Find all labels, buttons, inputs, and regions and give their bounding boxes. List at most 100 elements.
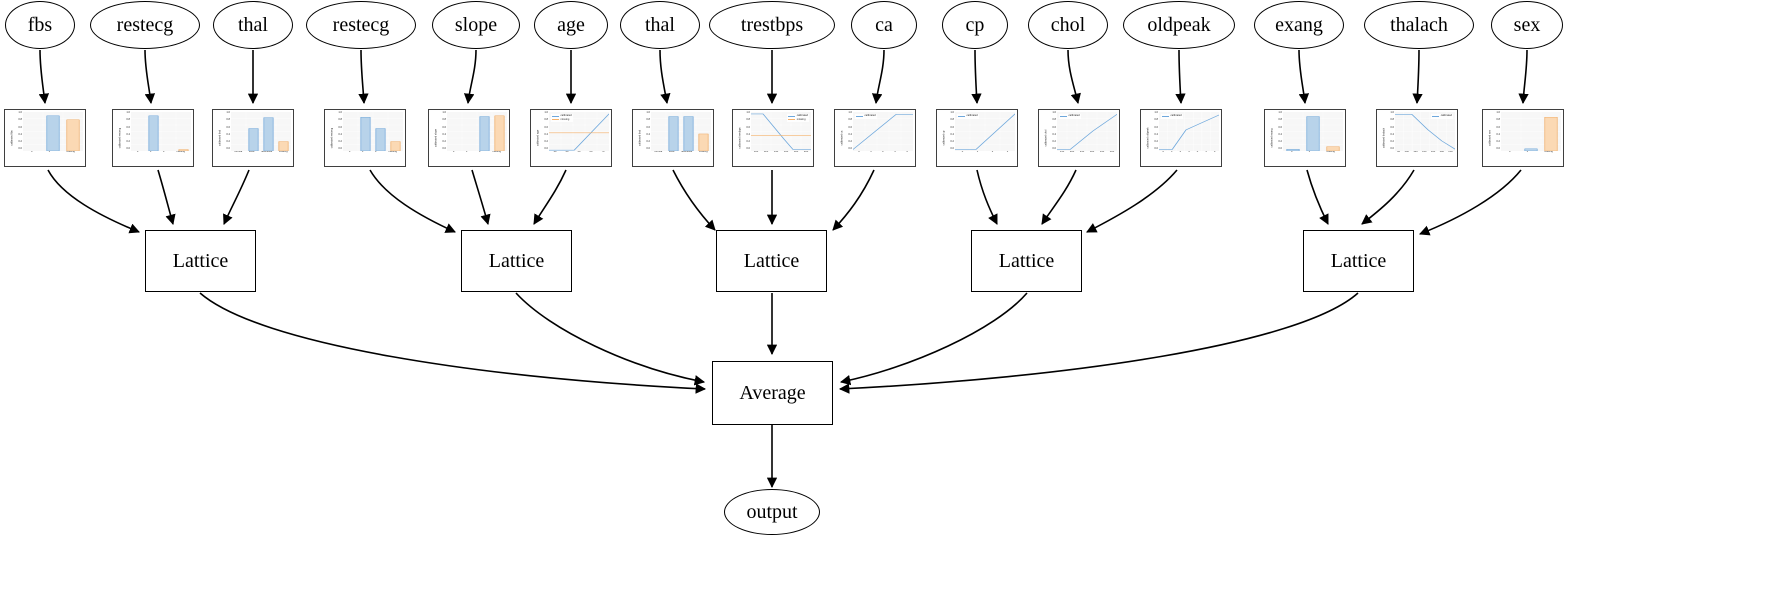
edge-exang-to-cal bbox=[1298, 49, 1310, 105]
plot-y-tick: 0.0 bbox=[226, 147, 230, 151]
input-node-fbs[interactable]: fbs bbox=[5, 1, 75, 49]
plot-x-axis-label: restecg bbox=[336, 158, 403, 164]
plot-canvas: calibrated bbox=[955, 112, 1015, 151]
input-label: thal bbox=[645, 14, 675, 36]
input-node-exang[interactable]: exang bbox=[1254, 1, 1344, 49]
plot-x-tick: 300 bbox=[1089, 150, 1095, 153]
input-label: thal bbox=[238, 14, 268, 36]
plot-y-axis-label-text: calibrated thal bbox=[218, 129, 221, 147]
plot-y-tick: 0.2 bbox=[126, 140, 130, 144]
plot-y-tick: 0.0 bbox=[746, 147, 750, 151]
plot-x-tick: 100 bbox=[753, 150, 759, 153]
input-node-thalach[interactable]: thalach bbox=[1364, 1, 1474, 49]
plot-y-tick: 0.6 bbox=[338, 125, 342, 129]
plot-x-tick: 2 bbox=[375, 150, 377, 153]
plot-canvas bbox=[1283, 112, 1343, 151]
input-node-oldpeak[interactable]: oldpeak bbox=[1123, 1, 1235, 49]
input-node-slope[interactable]: slope bbox=[432, 1, 520, 49]
plot-y-axis-label: calibrated thal bbox=[635, 112, 644, 164]
plot-y-tick: 0.0 bbox=[338, 147, 342, 151]
output-label: output bbox=[746, 501, 798, 523]
plot-y-axis-label-text: calibrated fbs bbox=[10, 130, 13, 146]
plot-canvas bbox=[1501, 112, 1561, 151]
lattice-label: Lattice bbox=[488, 249, 545, 272]
plot-legend-label: missing bbox=[560, 117, 570, 121]
edge-oldpeak-to-cal bbox=[1175, 49, 1186, 105]
plot-x-tick: 1 bbox=[1171, 150, 1173, 153]
plot-y-tick: 0.6 bbox=[848, 125, 852, 129]
plot-y-axis-label: calibrated oldpeak bbox=[1143, 112, 1152, 164]
edge-cal-thal2-to-lattice3 bbox=[672, 169, 716, 231]
plot-legend-entry: calibrated bbox=[1432, 114, 1452, 118]
plot-canvas bbox=[131, 112, 191, 151]
input-node-thal-2[interactable]: thal bbox=[620, 1, 700, 49]
plot-y-tick: 0.8 bbox=[1496, 118, 1500, 122]
lattice-node-4[interactable]: Lattice bbox=[971, 230, 1082, 292]
plot-x-tick: 250 bbox=[1079, 150, 1085, 153]
plot-x-tick: 5 bbox=[1205, 150, 1207, 153]
plot-y-tick: 1.0 bbox=[848, 111, 852, 114]
input-node-thal-1[interactable]: thal bbox=[213, 1, 293, 49]
plot-x-tick: 0 bbox=[136, 150, 139, 153]
plot-legend-label: missing bbox=[796, 117, 806, 121]
plot-legend-entry: calibrated bbox=[788, 114, 808, 118]
plot-y-tick: 0.2 bbox=[18, 140, 22, 144]
lattice-node-3[interactable]: Lattice bbox=[716, 230, 827, 292]
plot-legend-label: calibrated bbox=[966, 114, 978, 117]
average-node[interactable]: Average bbox=[712, 361, 833, 425]
input-node-ca[interactable]: ca bbox=[851, 1, 917, 49]
input-node-restecg-2[interactable]: restecg bbox=[306, 1, 416, 49]
edge-slope-to-cal bbox=[463, 49, 477, 105]
lattice-node-5[interactable]: Lattice bbox=[1303, 230, 1414, 292]
plot-x-tick: 4 bbox=[906, 150, 908, 153]
output-node[interactable]: output bbox=[724, 489, 820, 535]
lattice-node-2[interactable]: Lattice bbox=[461, 230, 572, 292]
plot-y-tick: 0.8 bbox=[338, 118, 342, 122]
plot-y-tick: 0.8 bbox=[1390, 118, 1394, 122]
plot-x-tick: 1 bbox=[870, 150, 872, 153]
plot-legend-swatch bbox=[788, 115, 796, 117]
input-node-age[interactable]: age bbox=[534, 1, 608, 49]
plot-y-tick: 0.2 bbox=[226, 140, 230, 144]
plot-y-tick: 0.0 bbox=[126, 147, 130, 151]
edge-ca-to-cal bbox=[871, 49, 885, 105]
plot-legend: calibrated bbox=[957, 114, 979, 119]
input-node-cp[interactable]: cp bbox=[942, 1, 1008, 49]
lattice-label: Lattice bbox=[1330, 249, 1387, 272]
plot-x-tick: 2 bbox=[1179, 150, 1182, 153]
plot-y-axis-label: calibrated cp bbox=[939, 112, 948, 164]
plot-x-tick: 3 bbox=[894, 150, 896, 153]
input-label: fbs bbox=[27, 14, 53, 36]
plot-y-tick: 0.2 bbox=[442, 140, 446, 144]
plot-x-tick: 6 bbox=[1213, 150, 1216, 153]
plot-y-tick: 0.0 bbox=[950, 147, 954, 151]
lattice-node-1[interactable]: Lattice bbox=[145, 230, 256, 292]
plot-y-tick: 1.0 bbox=[950, 111, 954, 114]
input-node-trestbps[interactable]: trestbps bbox=[709, 1, 835, 49]
input-node-sex[interactable]: sex bbox=[1491, 1, 1563, 49]
plot-y-tick: 0.6 bbox=[1496, 125, 1500, 129]
input-node-chol[interactable]: chol bbox=[1028, 1, 1108, 49]
plot-x-tick: 100 bbox=[1404, 150, 1409, 153]
plot-x-tick: 120 bbox=[1413, 150, 1418, 153]
input-node-restecg-1[interactable]: restecg bbox=[90, 1, 200, 49]
